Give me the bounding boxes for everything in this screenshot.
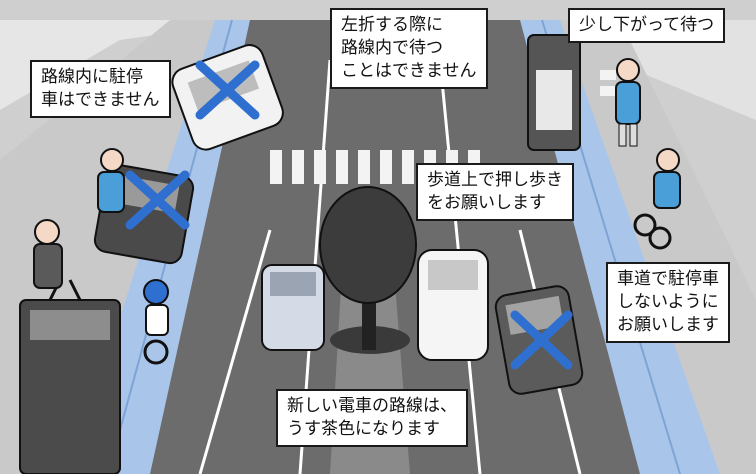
note-line: 路線内に駐停 xyxy=(41,67,143,87)
cyclist xyxy=(143,279,169,365)
note-line: ことはできません xyxy=(341,61,477,81)
prohibit-x-icon xyxy=(510,310,573,370)
note-left-turn: 左折する際に 路線内で待つ ことはできません xyxy=(330,8,488,89)
road xyxy=(120,20,756,474)
note-line: 少し下がって待つ xyxy=(579,15,715,35)
note-line: 歩道上で押し歩き xyxy=(427,170,563,190)
note-new-line: 新しい電車の路線は、 うす茶色になります xyxy=(276,389,468,447)
note-line: 左折する際に xyxy=(341,15,443,35)
note-no-stopping: 路線内に駐停 車はできません xyxy=(30,60,171,118)
note-line: 路線内で待つ xyxy=(341,38,443,58)
note-line: 車道で駐停車 xyxy=(617,269,719,289)
building-left xyxy=(0,20,260,110)
note-line: 新しい電車の路線は、 xyxy=(287,396,457,416)
prohibit-x-icon xyxy=(125,170,190,230)
tram-window xyxy=(536,70,572,130)
person-walking-left xyxy=(97,148,125,213)
note-wait-back: 少し下がって待つ xyxy=(568,8,726,43)
note-no-parking: 車道で駐停車 しないように お願いします xyxy=(606,262,730,343)
crosswalk xyxy=(270,70,616,184)
person-waiting xyxy=(615,58,641,147)
note-line: しないように xyxy=(617,292,719,312)
person-woman-left xyxy=(33,219,63,289)
note-line: をお願いします xyxy=(427,193,546,213)
prohibit-x-icon xyxy=(195,60,260,120)
lane-line xyxy=(198,229,272,474)
tree-crown xyxy=(319,186,417,304)
car-white-center xyxy=(417,249,489,361)
tree-trunk xyxy=(362,290,376,350)
tram-left xyxy=(19,299,121,474)
note-line: 車はできません xyxy=(41,90,160,110)
tram-left-window xyxy=(30,310,110,340)
person-pushing-bike xyxy=(633,148,681,250)
note-walk-bike: 歩道上で押し歩き をお願いします xyxy=(416,163,574,221)
note-line: うす茶色になります xyxy=(287,419,440,439)
car-silver-center xyxy=(261,264,325,351)
note-line: お願いします xyxy=(617,315,719,335)
pantograph xyxy=(68,279,82,301)
